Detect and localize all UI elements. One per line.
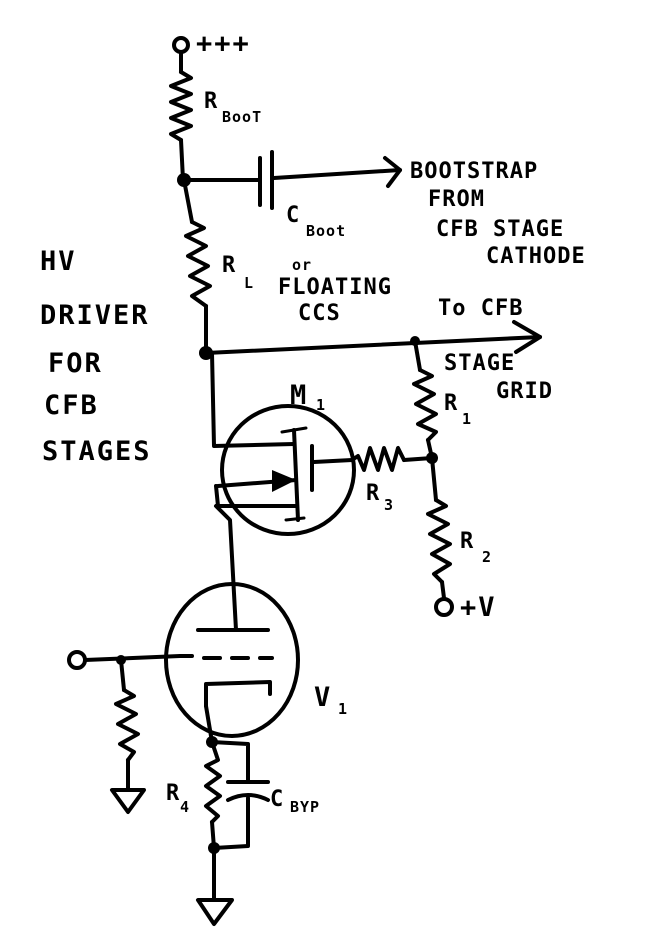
title-line3: FOR (48, 348, 103, 379)
wire (272, 168, 402, 180)
r2-sub-label: 2 (482, 548, 492, 566)
cboot-sub-label: Boot (306, 222, 346, 240)
rl-sub-label: L (244, 274, 254, 292)
bootstrap-note-line3: CFB STAGE (436, 217, 564, 242)
r2-label: R (460, 529, 474, 554)
wire (182, 178, 194, 224)
input-wire (83, 654, 182, 662)
ground-icon (110, 788, 146, 814)
resistor-r2 (426, 498, 452, 584)
output-wire (204, 335, 542, 355)
output-arrow-icon (512, 320, 542, 354)
bootstrap-note-line4: CATHODE (486, 244, 586, 269)
v1-label: V (314, 682, 332, 713)
resistor-r3 (350, 446, 406, 472)
wire (119, 658, 126, 692)
v1-sub-label: 1 (338, 700, 348, 718)
r4-sub-label: 4 (180, 798, 190, 816)
plus-v-label: +V (460, 592, 497, 623)
wire (413, 339, 422, 372)
r1-sub-label: 1 (462, 410, 472, 428)
r4-label: R (166, 781, 180, 806)
grid-label: GRID (496, 379, 553, 404)
ccs-label: CCS (298, 301, 341, 326)
cbyp-sub-label: BYP (290, 798, 320, 816)
capacitor-cbyp (226, 780, 270, 802)
floating-label: FLOATING (278, 275, 392, 300)
triode-v1 (164, 582, 300, 738)
rboot-sub-label: BooT (222, 108, 262, 126)
r3-label: R (366, 481, 380, 506)
bootstrap-note-line2: FROM (428, 187, 485, 212)
wire (212, 796, 250, 850)
body-diode-arrow-icon (272, 470, 296, 492)
wire (204, 704, 214, 744)
resistor-rl (184, 220, 212, 308)
wire (440, 580, 446, 600)
mosfet-m1 (210, 351, 356, 536)
resistor-r4 (204, 740, 222, 824)
supply-terminal (172, 36, 190, 54)
input-terminal (67, 650, 87, 670)
r1-label: R (444, 391, 458, 416)
supply-label: +++ (196, 28, 251, 59)
capacitor-cboot (258, 150, 274, 210)
plus-v-terminal (434, 597, 454, 617)
m1-sub-label: 1 (316, 396, 326, 414)
title-line1: HV (40, 246, 77, 277)
wire (402, 456, 434, 462)
wire (210, 740, 250, 782)
rl-label: R (222, 253, 236, 278)
resistor-grid-leak (114, 688, 140, 762)
wire (430, 456, 438, 502)
title-line4: CFB (44, 390, 99, 421)
r3-sub-label: 3 (384, 496, 394, 514)
to-cfb-label: To CFB (438, 296, 523, 321)
m1-label: M (290, 380, 308, 411)
resistor-r1 (412, 368, 438, 442)
wire (312, 458, 354, 464)
or-label: or (292, 256, 312, 274)
cbyp-label: C (270, 787, 284, 812)
rboot-label: R (204, 89, 218, 114)
title-line2: DRIVER (40, 300, 150, 331)
resistor-rboot (169, 70, 193, 142)
wire (214, 504, 238, 632)
title-line5: STAGES (42, 436, 152, 467)
stage-label: STAGE (444, 351, 515, 376)
bootstrap-arrow-icon (383, 156, 402, 188)
bootstrap-note-line1: BOOTSTRAP (410, 159, 538, 184)
ground-icon (196, 898, 234, 926)
cboot-label: C (286, 203, 300, 228)
